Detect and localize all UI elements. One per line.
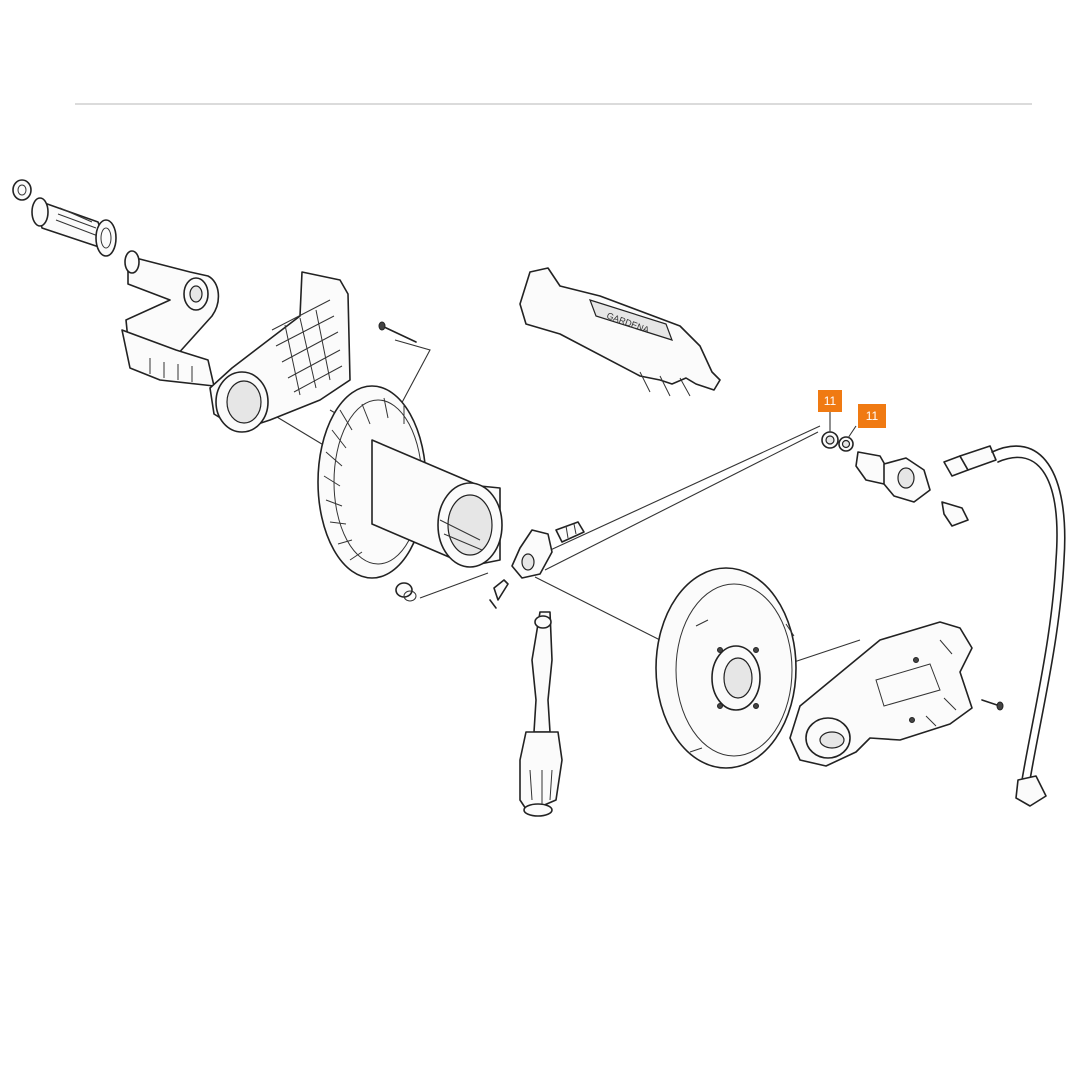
callout-11-a: 11 bbox=[818, 390, 842, 432]
crank-handle-part bbox=[519, 611, 563, 817]
reel-drum-part bbox=[317, 385, 503, 579]
small-screw-part bbox=[489, 579, 509, 609]
side-disc-part bbox=[655, 567, 797, 769]
guide-fitting-part bbox=[511, 521, 585, 579]
connecting-hose-part bbox=[991, 445, 1066, 807]
clip-small-part bbox=[941, 501, 969, 527]
bracket-screw-part bbox=[981, 699, 1004, 711]
callout-11-b: 11 bbox=[847, 404, 886, 439]
handle-grip-part bbox=[31, 197, 117, 257]
crank-arm-part bbox=[121, 250, 220, 387]
o-ring-part bbox=[821, 431, 854, 452]
hose-fitting-part bbox=[855, 451, 931, 503]
wall-bracket-part bbox=[789, 621, 973, 767]
hose-coupling-part bbox=[943, 445, 997, 477]
hub-bracket-part bbox=[209, 271, 351, 433]
screw-part bbox=[378, 321, 417, 343]
callout-label: 11 bbox=[824, 394, 837, 408]
callout-label: 11 bbox=[866, 409, 879, 423]
clip-part bbox=[395, 582, 417, 602]
washer-part bbox=[12, 179, 32, 201]
quick-connector-part: GARDENA bbox=[519, 267, 721, 397]
